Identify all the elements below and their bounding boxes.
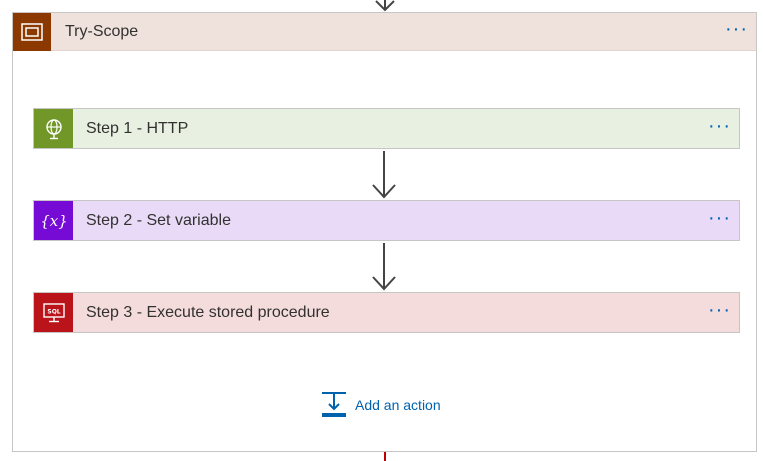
- scope-more-options-button[interactable]: ···: [725, 17, 748, 40]
- scope-icon: [13, 13, 51, 51]
- try-scope-container: Try-Scope ··· Step 1 - HTTP ···: [12, 12, 757, 452]
- add-action-button[interactable]: Add an action: [321, 390, 441, 420]
- step-more-options-button[interactable]: ···: [708, 114, 731, 137]
- scope-header[interactable]: Try-Scope ···: [13, 13, 756, 51]
- variable-icon: {x}: [34, 201, 73, 240]
- scope-title: Try-Scope: [65, 23, 139, 40]
- globe-icon: [34, 109, 73, 148]
- connector-line: [384, 452, 386, 461]
- connector-arrow: [375, 0, 395, 12]
- step-more-options-button[interactable]: ···: [708, 298, 731, 321]
- step-card-set-variable[interactable]: {x} Step 2 - Set variable ···: [33, 200, 740, 241]
- svg-text:{x}: {x}: [40, 212, 68, 230]
- connector-arrow: [372, 243, 396, 291]
- step-title: Step 1 - HTTP: [86, 120, 189, 137]
- step-card-http[interactable]: Step 1 - HTTP ···: [33, 108, 740, 149]
- connector-arrow: [372, 151, 396, 199]
- step-card-execute-stored-procedure[interactable]: SQL Step 3 - Execute stored procedure ··…: [33, 292, 740, 333]
- add-action-icon: [322, 392, 346, 417]
- step-more-options-button[interactable]: ···: [708, 206, 731, 229]
- add-action-label: Add an action: [355, 397, 441, 413]
- svg-text:SQL: SQL: [47, 308, 60, 315]
- step-title: Step 3 - Execute stored procedure: [86, 304, 330, 321]
- sql-monitor-icon: SQL: [34, 293, 73, 332]
- step-title: Step 2 - Set variable: [86, 212, 231, 229]
